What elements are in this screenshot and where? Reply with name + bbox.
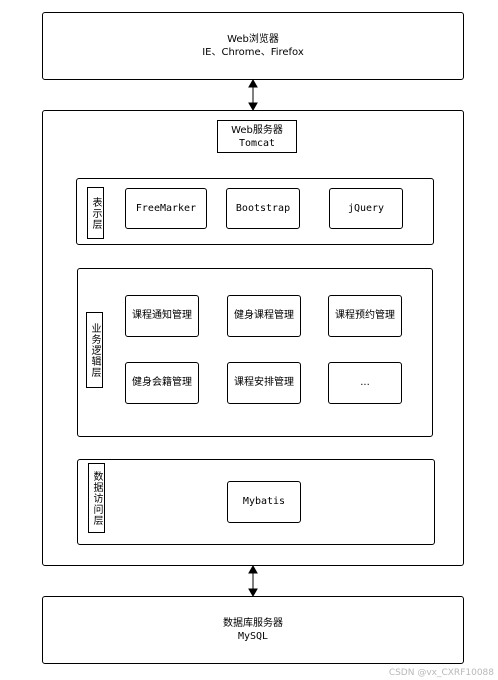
browser-server-arrow — [248, 78, 258, 112]
module-freemarker: FreeMarker — [125, 188, 207, 229]
web-server-label: Web服务器 Tomcat — [217, 120, 297, 153]
web-server-title: Web服务器 — [231, 124, 283, 136]
watermark: CSDN @vx_CXRF10088 — [388, 668, 494, 678]
database-subtitle: MySQL — [237, 631, 269, 642]
web-server-subtitle: Tomcat — [238, 137, 276, 149]
module-course-booking: 课程预约管理 — [328, 295, 402, 337]
data-access-layer-label: 数据访问层 — [88, 463, 105, 533]
module-bootstrap: Bootstrap — [226, 188, 300, 229]
browser-box: Web浏览器 IE、Chrome、Firefox — [42, 12, 464, 80]
module-more: ... — [328, 362, 402, 404]
presentation-layer-label: 表示层 — [87, 187, 104, 239]
business-layer — [77, 268, 433, 437]
database-title: 数据库服务器 — [223, 618, 283, 629]
module-course-schedule: 课程安排管理 — [227, 362, 301, 404]
module-course-notice: 课程通知管理 — [125, 295, 199, 337]
business-layer-label: 业务逻辑层 — [86, 312, 103, 388]
browser-subtitle: IE、Chrome、Firefox — [202, 47, 304, 58]
module-membership: 健身会籍管理 — [125, 362, 199, 404]
database-box: 数据库服务器 MySQL — [42, 596, 464, 664]
module-mybatis: Mybatis — [227, 481, 301, 523]
server-database-arrow — [248, 564, 258, 598]
module-fitness-course: 健身课程管理 — [227, 295, 301, 337]
module-jquery: jQuery — [329, 188, 403, 229]
browser-title: Web浏览器 — [227, 34, 279, 45]
